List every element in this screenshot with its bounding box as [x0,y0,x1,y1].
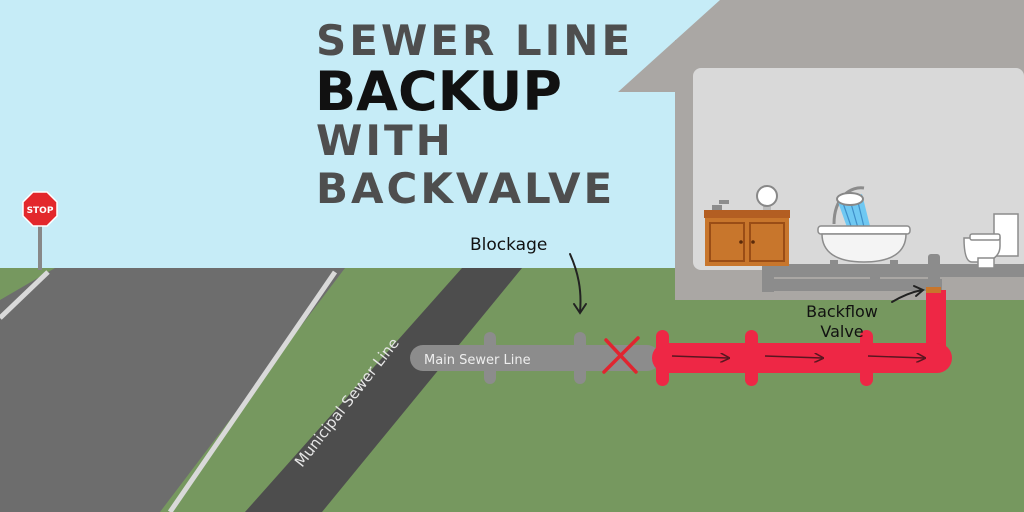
title-line-4: BACKVALVE [316,164,615,213]
title-line-1: SEWER LINE [316,16,633,65]
municipal-sewer-line [245,268,522,512]
flow-arrow-icon [671,356,924,358]
blockage-pointer [569,253,587,315]
backflow-pipe [652,290,952,386]
sink-cabinet-icon [704,185,790,266]
toilet-icon [963,213,1019,269]
main-sewer-line-label: Main Sewer Line [424,353,531,368]
house-drain-pipes [762,254,1024,294]
backflow-valve-label-line-1: Backflow [806,302,878,321]
backflow-pointer [891,285,925,303]
blockage-label: Blockage [470,235,547,255]
stop-sign-icon: STOP [22,191,58,270]
main-sewer-pipe [410,332,660,384]
house [618,0,1024,300]
bathtub-icon [817,186,911,268]
stop-sign-text: STOP [27,206,54,216]
blockage-x-icon [602,336,640,374]
road [0,268,345,512]
title-line-2: BACKUP [315,60,562,123]
title-line-3: WITH [316,116,454,165]
backflow-valve [926,287,941,293]
backflow-valve-label-line-2: Valve [820,322,863,341]
